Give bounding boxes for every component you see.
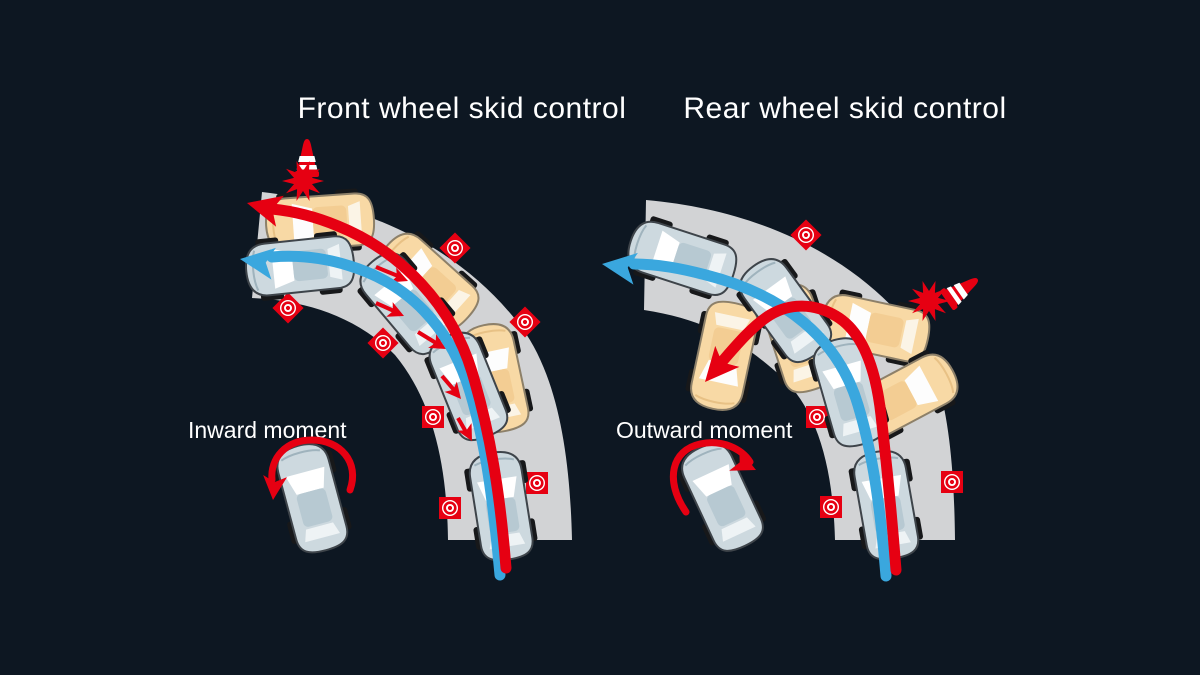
skid-trajectory-arrow <box>692 300 902 576</box>
rear-panel-title: Rear wheel skid control <box>683 92 1007 125</box>
skid-trajectory-arrow <box>243 187 512 574</box>
outward-moment-inset <box>669 433 774 561</box>
inward-moment-inset <box>261 436 357 560</box>
rear-skid-scene <box>599 200 985 582</box>
front-skid-scene <box>237 139 572 581</box>
controlled-trajectory-arrow <box>599 248 892 582</box>
traffic-cone-icon <box>939 269 985 311</box>
controlled-trajectory-arrow <box>237 243 506 581</box>
front-panel-title: Front wheel skid control <box>297 92 627 125</box>
outward-moment-label: Outward moment <box>616 417 793 443</box>
brake-force-arrows <box>375 265 480 445</box>
